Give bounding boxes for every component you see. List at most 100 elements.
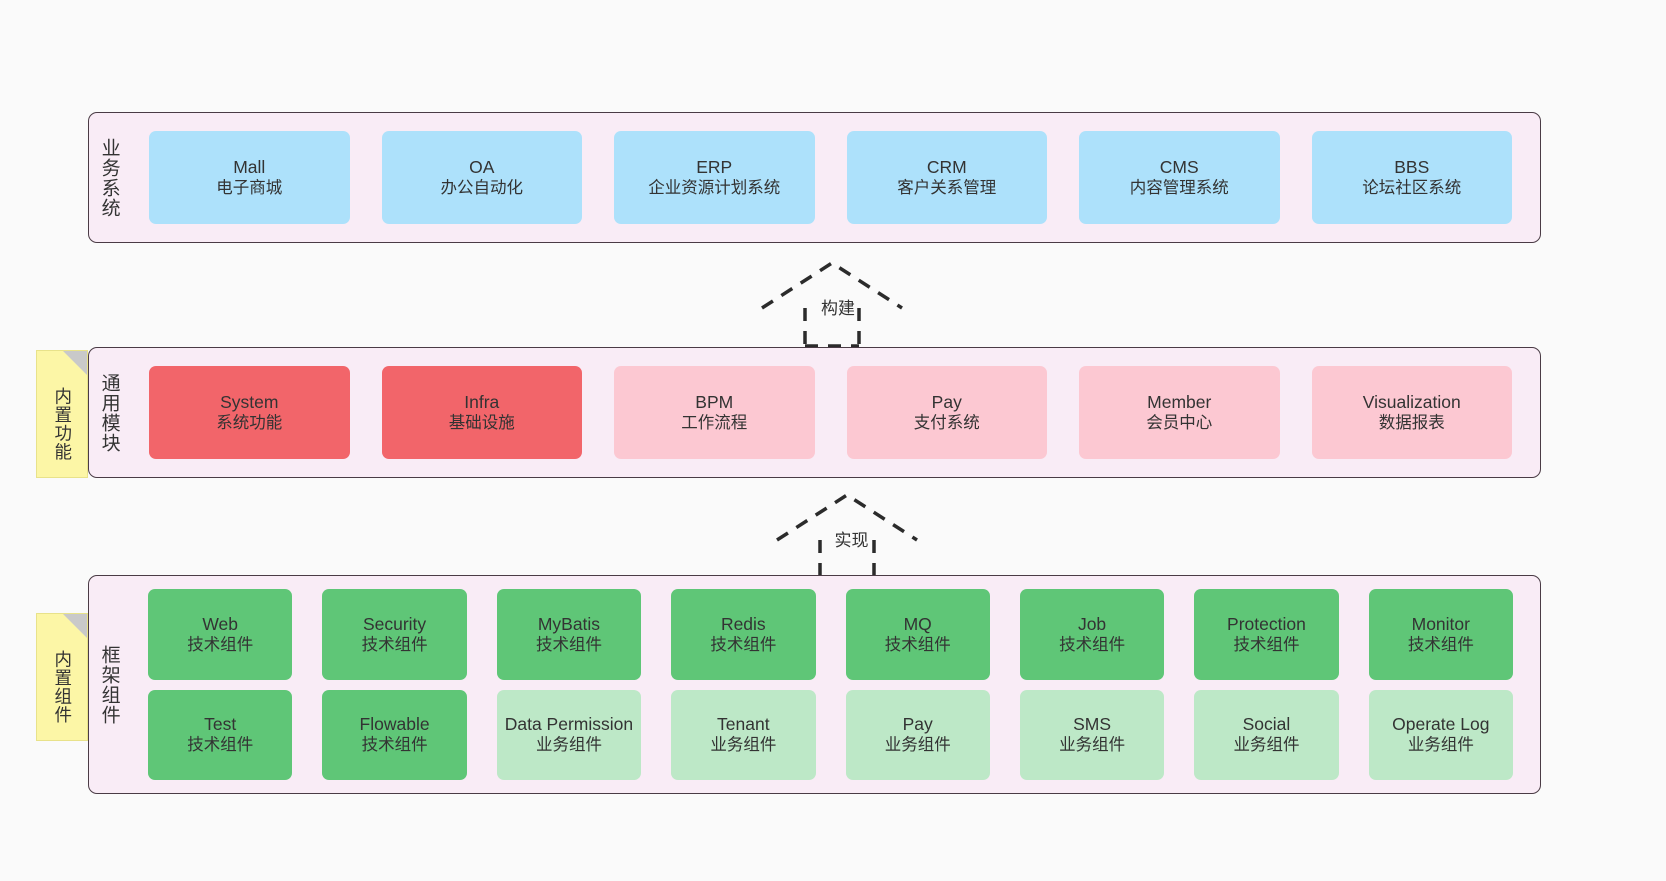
tile-tenant-en: Tenant: [717, 714, 770, 734]
tile-protection-en: Protection: [1227, 613, 1306, 634]
tile-operate-log-en: Operate Log: [1392, 714, 1490, 734]
note-built-in-functions-text: 内置功能: [52, 387, 73, 461]
tile-oa-cn: 办公自动化: [440, 179, 524, 198]
tile-redis-en: Redis: [720, 613, 766, 634]
tile-sms[interactable]: SMS 业务组件: [1019, 689, 1165, 780]
tile-cms[interactable]: CMS 内容管理系统: [1079, 131, 1280, 224]
tile-security[interactable]: Security 技术组件: [322, 589, 467, 680]
tile-pay-module[interactable]: Pay 支付系统: [846, 366, 1047, 459]
tile-pay-component-cn: 业务组件: [884, 736, 951, 755]
common-modules-row: System 系统功能 Infra 基础设施 BPM 工作流程 Pay 支付系统…: [133, 366, 1528, 459]
tile-sms-cn: 业务组件: [1059, 736, 1126, 755]
tile-pay-component-en: Pay: [902, 714, 933, 734]
layer-common-modules-body: System 系统功能 Infra 基础设施 BPM 工作流程 Pay 支付系统…: [129, 348, 1540, 477]
tile-mq-en: MQ: [903, 613, 932, 634]
tile-monitor-en: Monitor: [1411, 613, 1470, 634]
tile-system[interactable]: System 系统功能: [149, 366, 350, 459]
tile-job[interactable]: Job 技术组件: [1019, 589, 1165, 680]
tile-job-cn: 技术组件: [1059, 635, 1126, 654]
tile-operate-log[interactable]: Operate Log 业务组件: [1368, 689, 1513, 780]
tile-mq[interactable]: MQ 技术组件: [845, 589, 990, 680]
tile-sms-en: SMS: [1073, 714, 1112, 734]
tile-pay-module-cn: 支付系统: [913, 414, 980, 433]
tile-bbs-en: BBS: [1394, 156, 1430, 177]
layer-common-modules[interactable]: 通用模块 System 系统功能 Infra 基础设施 BPM 工作流程 Pay…: [88, 347, 1541, 478]
tile-data-permission[interactable]: Data Permission 业务组件: [496, 689, 642, 780]
tile-mall[interactable]: Mall 电子商城: [149, 131, 350, 224]
tile-flowable[interactable]: Flowable 技术组件: [322, 689, 467, 780]
tile-erp-cn: 企业资源计划系统: [648, 179, 781, 198]
tile-monitor-cn: 技术组件: [1407, 635, 1474, 654]
tile-pay-module-en: Pay: [931, 391, 962, 412]
tile-redis-cn: 技术组件: [710, 635, 777, 654]
tile-social-cn: 业务组件: [1233, 736, 1300, 755]
framework-components-row-1: Web 技术组件 Security 技术组件 MyBatis 技术组件 Redi…: [133, 589, 1528, 680]
tile-member-cn: 会员中心: [1146, 414, 1213, 433]
tile-test[interactable]: Test 技术组件: [148, 689, 293, 780]
tile-infra-cn: 基础设施: [448, 414, 515, 433]
tile-web[interactable]: Web 技术组件: [148, 589, 293, 680]
generalization-arrow-build: 构建: [757, 258, 907, 348]
tile-social-en: Social: [1242, 714, 1291, 734]
layer-framework-components-title: 框架组件: [98, 644, 120, 725]
tile-member[interactable]: Member 会员中心: [1079, 366, 1280, 459]
tile-oa[interactable]: OA 办公自动化: [381, 131, 582, 224]
tile-protection-cn: 技术组件: [1233, 635, 1300, 654]
tile-cms-en: CMS: [1159, 156, 1199, 177]
tile-erp[interactable]: ERP 企业资源计划系统: [614, 131, 815, 224]
tile-flowable-en: Flowable: [359, 714, 430, 734]
tile-job-en: Job: [1077, 613, 1107, 634]
tile-mall-en: Mall: [233, 156, 266, 177]
tile-operate-log-cn: 业务组件: [1407, 736, 1474, 755]
layer-framework-components-body: Web 技术组件 Security 技术组件 MyBatis 技术组件 Redi…: [129, 576, 1540, 793]
tile-security-en: Security: [362, 613, 427, 634]
generalization-arrow-implement: 实现: [772, 490, 922, 580]
arrow-implement-label: 实现: [834, 531, 869, 550]
tile-system-cn: 系统功能: [216, 414, 283, 433]
tile-visualization-cn: 数据报表: [1378, 414, 1445, 433]
tile-test-en: Test: [204, 714, 237, 734]
layer-business-systems-title: 业务系统: [98, 137, 120, 218]
tile-redis[interactable]: Redis 技术组件: [671, 589, 816, 680]
tile-bbs[interactable]: BBS 论坛社区系统: [1311, 131, 1512, 224]
tile-erp-en: ERP: [696, 156, 733, 177]
tile-mall-cn: 电子商城: [216, 179, 283, 198]
tile-protection[interactable]: Protection 技术组件: [1194, 589, 1339, 680]
tile-data-permission-en: Data Permission: [504, 714, 634, 734]
tile-tenant-cn: 业务组件: [710, 736, 777, 755]
tile-mybatis-en: MyBatis: [537, 613, 601, 634]
tile-crm[interactable]: CRM 客户关系管理: [846, 131, 1047, 224]
tile-oa-en: OA: [469, 156, 495, 177]
tile-test-cn: 技术组件: [187, 736, 254, 755]
tile-crm-en: CRM: [926, 156, 967, 177]
tile-monitor[interactable]: Monitor 技术组件: [1368, 589, 1513, 680]
tile-mq-cn: 技术组件: [884, 635, 951, 654]
note-fold-corner-icon: [63, 614, 87, 638]
tile-flowable-cn: 技术组件: [361, 736, 428, 755]
tile-crm-cn: 客户关系管理: [897, 179, 997, 198]
tile-security-cn: 技术组件: [361, 635, 428, 654]
tile-bpm[interactable]: BPM 工作流程: [614, 366, 815, 459]
layer-framework-components[interactable]: 框架组件 Web 技术组件 Security 技术组件 MyBatis 技术组件…: [88, 575, 1541, 794]
tile-mybatis-cn: 技术组件: [535, 635, 602, 654]
note-built-in-components: 内置组件: [36, 613, 88, 741]
tile-web-cn: 技术组件: [187, 635, 254, 654]
tile-social[interactable]: Social 业务组件: [1194, 689, 1339, 780]
tile-infra[interactable]: Infra 基础设施: [381, 366, 582, 459]
tile-visualization[interactable]: Visualization 数据报表: [1311, 366, 1512, 459]
tile-web-en: Web: [202, 613, 239, 634]
framework-components-row-2: Test 技术组件 Flowable 技术组件 Data Permission …: [133, 689, 1528, 780]
note-built-in-components-text: 内置组件: [52, 650, 73, 724]
layer-business-systems-body: Mall 电子商城 OA 办公自动化 ERP 企业资源计划系统 CRM 客户关系…: [129, 113, 1540, 242]
tile-bbs-cn: 论坛社区系统: [1362, 179, 1462, 198]
business-systems-row: Mall 电子商城 OA 办公自动化 ERP 企业资源计划系统 CRM 客户关系…: [133, 131, 1528, 224]
tile-infra-en: Infra: [464, 391, 500, 412]
tile-pay-component[interactable]: Pay 业务组件: [845, 689, 990, 780]
tile-mybatis[interactable]: MyBatis 技术组件: [496, 589, 642, 680]
tile-system-en: System: [220, 391, 279, 412]
arrow-build-label: 构建: [821, 299, 855, 318]
note-built-in-functions: 内置功能: [36, 350, 88, 478]
tile-tenant[interactable]: Tenant 业务组件: [671, 689, 816, 780]
layer-business-systems[interactable]: 业务系统 Mall 电子商城 OA 办公自动化 ERP 企业资源计划系统 CRM…: [88, 112, 1541, 243]
tile-member-en: Member: [1147, 391, 1212, 412]
